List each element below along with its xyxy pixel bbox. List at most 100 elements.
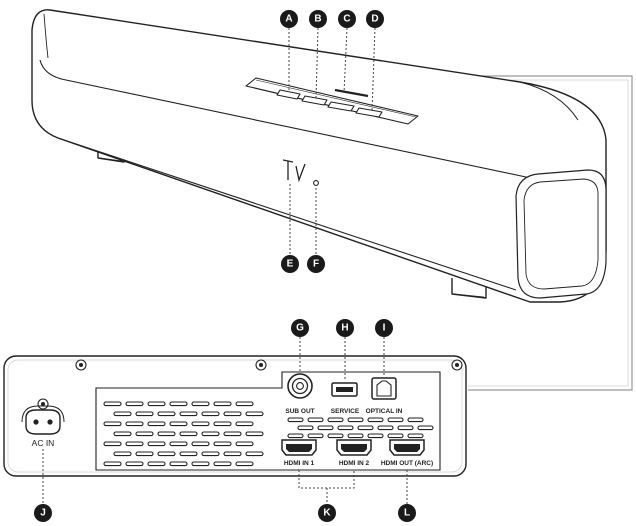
vent-slot [179,451,198,457]
vent-slot [179,431,198,437]
vent-slot [407,433,424,439]
vent-slot [191,421,210,427]
vent-slot [157,411,176,417]
vent-slot [213,421,232,427]
button-a[interactable] [276,89,301,100]
vent-slot [191,461,210,467]
callout-h: H [336,319,354,337]
leader-d [371,27,376,112]
vent-slot [201,411,220,417]
vent-slot [103,441,122,447]
svg-text:B: B [314,14,321,25]
vent-slot [223,451,242,457]
tv-logo-icon [282,159,306,183]
vent-slot [169,401,188,407]
svg-text:F: F [313,259,319,270]
leader-k [298,470,355,504]
svg-text:E: E [287,259,294,270]
vent-slot [113,451,132,457]
hdmi-in-1-label: HDMI IN 1 [284,460,315,467]
vent-slot [147,401,166,407]
vent-slot [245,431,264,437]
svg-text:K: K [323,508,331,519]
vent-slot [347,433,364,439]
hdmi-out-arc-port[interactable] [389,439,425,456]
vent-slot [135,431,154,437]
vent-slot [135,411,154,417]
svg-text:A: A [285,14,292,25]
vent-slot [235,441,254,447]
callout-b: B [309,10,327,28]
optical-in-label: OPTICAL IN [366,408,403,415]
vent-slots [103,401,434,467]
soundbar-body [31,9,607,303]
vent-slot [367,417,384,423]
vent-slot [103,421,122,427]
vent-slot [337,425,354,431]
rear-panel: AC IN SUB OUT SERVICE OPTICAL IN HDMI IN… [3,355,467,477]
vent-slot [191,441,210,447]
svg-text:H: H [341,323,348,334]
slot-indicator [334,88,369,98]
vent-slot [103,461,122,467]
vent-slot [307,417,324,423]
vent-slot [235,461,254,467]
vent-slot [179,411,198,417]
vent-slot [213,441,232,447]
hdmi-out-label: HDMI OUT (ARC) [381,460,433,467]
vent-slot [125,441,144,447]
svg-text:G: G [296,323,304,334]
hdmi-in-2-port[interactable] [336,439,372,456]
hdmi-in-1-port[interactable] [281,439,317,456]
callout-g: G [291,319,309,337]
button-c[interactable] [327,101,355,112]
callout-a: A [280,10,298,28]
vent-slot [377,425,394,431]
vent-slot [169,461,188,467]
soundbar [31,9,607,303]
callouts: A B C D E F G H I J K L [34,10,416,522]
vent-slot [327,433,344,439]
sub-out-label: SUB OUT [285,408,314,415]
vent-slot [147,461,166,467]
ac-in-label: AC IN [32,438,55,448]
vent-slot [147,441,166,447]
vent-slot [287,417,304,423]
vent-slot [297,425,314,431]
service-label: SERVICE [331,408,360,415]
vent-slot [387,417,404,423]
vent-slot [169,441,188,447]
vent-slot [169,421,188,427]
svg-text:C: C [343,14,350,25]
button-b[interactable] [301,95,328,106]
vent-slot [367,433,384,439]
detail-frame-inner [408,79,629,387]
button-d[interactable] [355,107,383,118]
vent-slot [125,401,144,407]
callout-j: J [34,504,52,522]
vent-slot [113,431,132,437]
vent-slot [327,417,344,423]
vent-slot [191,401,210,407]
control-buttons [276,88,383,118]
vent-slot [307,433,324,439]
vent-slot [347,417,364,423]
svg-text:D: D [371,14,378,25]
optical-in-port[interactable] [371,377,397,400]
vent-slot [157,451,176,457]
vent-slot [287,433,304,439]
vent-slot [223,411,242,417]
service-usb-port[interactable] [331,382,358,397]
leader-c [343,27,348,94]
vent-slot [213,401,232,407]
callout-l: L [398,504,416,522]
svg-text:L: L [404,508,410,519]
vent-slot [147,421,166,427]
vent-slot [201,451,220,457]
vent-slot [125,461,144,467]
sub-out-port[interactable] [287,373,313,399]
vent-slot [213,461,232,467]
ac-in-socket[interactable] [21,405,65,435]
vent-slot [407,417,424,423]
